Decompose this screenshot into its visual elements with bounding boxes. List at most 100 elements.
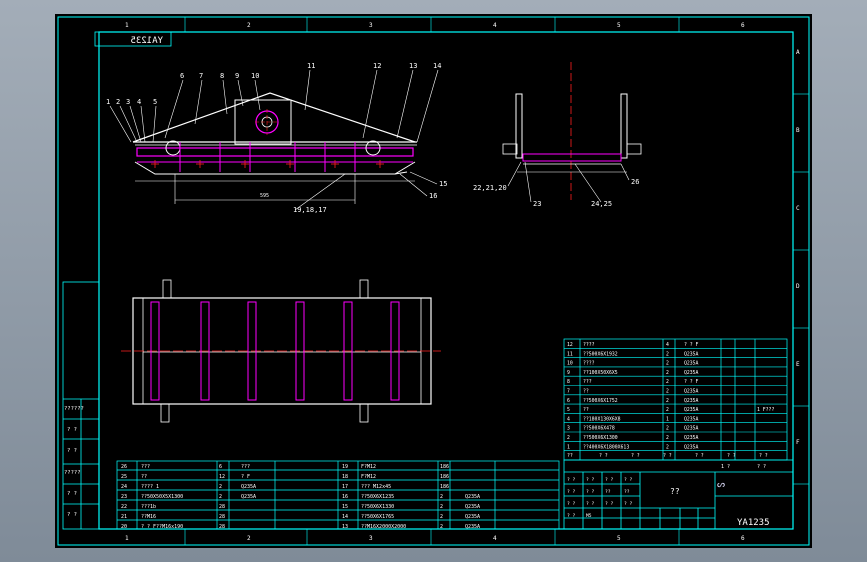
bom-cell-code: ??500X6X478 xyxy=(583,426,615,432)
bom-cell-no: 8 xyxy=(567,379,570,385)
bom-cell-material: Q235A xyxy=(241,484,256,490)
side-view[interactable]: 22,21,20 23 24,25 26 xyxy=(473,62,642,208)
callout: 24,25 xyxy=(591,200,612,208)
bom-cell-code: ??400X6X1800X613 xyxy=(583,444,629,450)
grid-col-label: 4 xyxy=(493,535,497,542)
bom-cell-code: ??M16X2000X2000 xyxy=(361,524,406,530)
bom-cell-material: Q235A xyxy=(684,398,699,404)
bom-table-right[interactable] xyxy=(563,338,788,461)
grid-col-label: 6 xyxy=(741,535,745,542)
bom-cell-code: ???? 1 xyxy=(141,484,159,490)
bom-cell-code: F?M12 xyxy=(361,474,376,480)
callout: 14 xyxy=(433,62,441,70)
cad-drawing[interactable]: 1 2 3 4 5 6 1 2 3 4 5 6 A B C D E F YA12… xyxy=(55,14,812,548)
bom-cell-qty: 1 xyxy=(666,416,669,422)
margin-label: ? ? xyxy=(67,427,77,433)
bom-cell-material: Q235A xyxy=(241,494,256,500)
bom-header: ? ? xyxy=(759,453,768,459)
title-block-cell: ?? xyxy=(624,489,630,495)
bom-cell-no: 7 xyxy=(567,389,570,395)
bom-cell-no: 3 xyxy=(567,426,570,432)
title-block-cell: ? ? xyxy=(567,477,576,483)
bom-cell-no: 11 xyxy=(567,351,573,357)
bom-cell-qty: 2 xyxy=(666,426,669,432)
callout: 1 xyxy=(106,98,110,106)
bom-cell-code: ? ? F??M16x190 xyxy=(141,524,183,530)
bom-cell-qty: 2 xyxy=(440,504,443,510)
bom-cell-qty: 28 xyxy=(219,524,225,530)
grid-col-label: 3 xyxy=(369,22,373,29)
bom-cell-no: 13 xyxy=(342,524,348,530)
bom-cell-no: 5 xyxy=(567,407,570,413)
callout: 16 xyxy=(429,192,437,200)
bom-cell-material: Q235A xyxy=(465,524,480,530)
title-block-cell: ? ? xyxy=(586,501,595,507)
grid-col-label: 2 xyxy=(247,22,251,29)
margin-label: ? ? xyxy=(67,512,77,518)
bom-cell-qty: 2 xyxy=(219,484,222,490)
bom-cell-code: ??? xyxy=(141,464,150,470)
outer-frame xyxy=(57,16,810,546)
bom-cell-qty: 6 xyxy=(219,464,222,470)
grid-row-label: E xyxy=(796,361,800,368)
plan-view[interactable] xyxy=(121,279,441,423)
elevation-base xyxy=(134,161,416,175)
bom-cell-qty: 2 xyxy=(666,435,669,441)
bom-cell-qty: 2 xyxy=(440,524,443,530)
bom-cell-no: 23 xyxy=(121,494,127,500)
bom-cell-code: ?? xyxy=(583,389,589,395)
bom-cell-no: 26 xyxy=(121,464,127,470)
bom-header: ?? xyxy=(567,453,573,459)
bom-cell-note: 1 F??? xyxy=(757,407,774,413)
grid-row-label: C xyxy=(796,205,800,212)
bom-cell-no: 24 xyxy=(121,484,127,490)
bom-cell-code: ??50X6X1235 xyxy=(361,494,394,500)
margin-label: ? ? xyxy=(67,491,77,497)
margin-label: ?????? xyxy=(64,406,84,412)
bom-cell-no: 12 xyxy=(567,342,573,348)
bom-cell-no: 9 xyxy=(567,370,570,376)
title-block-cell: M5 xyxy=(586,513,592,519)
callout: 12 xyxy=(373,62,381,70)
bom-cell-qty: 2 xyxy=(666,351,669,357)
bom-cell-qty: 2 xyxy=(666,444,669,450)
bom-cell-no: 17 xyxy=(342,484,348,490)
title-block-cell: ? ? xyxy=(605,477,614,483)
inner-frame xyxy=(98,31,794,530)
bom-cell-no: 21 xyxy=(121,514,127,520)
grid-col-label: 1 xyxy=(125,22,129,29)
bom-cell-no: 6 xyxy=(567,398,570,404)
grid-col-label: 5 xyxy=(617,535,621,542)
bom-cell-qty: 186 xyxy=(440,464,449,470)
scale-label: 1 ? xyxy=(721,464,730,470)
bom-cell-qty: 28 xyxy=(219,514,225,520)
bom-cell-no: 15 xyxy=(342,504,348,510)
title-block[interactable] xyxy=(563,459,794,530)
drawing-sheet[interactable]: 1 2 3 4 5 6 1 2 3 4 5 6 A B C D E F YA12… xyxy=(55,14,812,548)
callout: 7 xyxy=(199,72,203,80)
callout: 10 xyxy=(251,72,259,80)
bom-cell-no: 25 xyxy=(121,474,127,480)
bom-table-bottom[interactable] xyxy=(116,460,560,530)
bom-cell-code: ???? xyxy=(583,342,595,348)
mirrored-title-box xyxy=(94,31,172,47)
callout: 22,21,20 xyxy=(473,184,507,192)
bom-cell-qty: 2 xyxy=(666,370,669,376)
callout: 15 xyxy=(439,180,447,188)
bom-cell-code: ??50X50X5X1300 xyxy=(141,494,183,500)
bom-cell-code: ??500X6X1300 xyxy=(583,435,618,441)
center-housing xyxy=(234,99,292,145)
bom-cell-material: Q235A xyxy=(684,444,699,450)
callout: 8 xyxy=(220,72,224,80)
bom-header: ? ? xyxy=(695,453,704,459)
elevation-view[interactable]: 595 1 2 3 4 5 6 7 8 9 10 11 12 13 xyxy=(106,62,447,214)
bom-cell-material: ? F xyxy=(241,474,250,480)
bom-cell-qty: 2 xyxy=(666,379,669,385)
side-post-left xyxy=(515,93,523,159)
bom-cell-no: 20 xyxy=(121,524,127,530)
plan-outline xyxy=(132,297,432,405)
bom-cell-material: ? ? F xyxy=(684,342,699,348)
grid-row-label: B xyxy=(796,127,800,134)
callout: 3 xyxy=(126,98,130,106)
